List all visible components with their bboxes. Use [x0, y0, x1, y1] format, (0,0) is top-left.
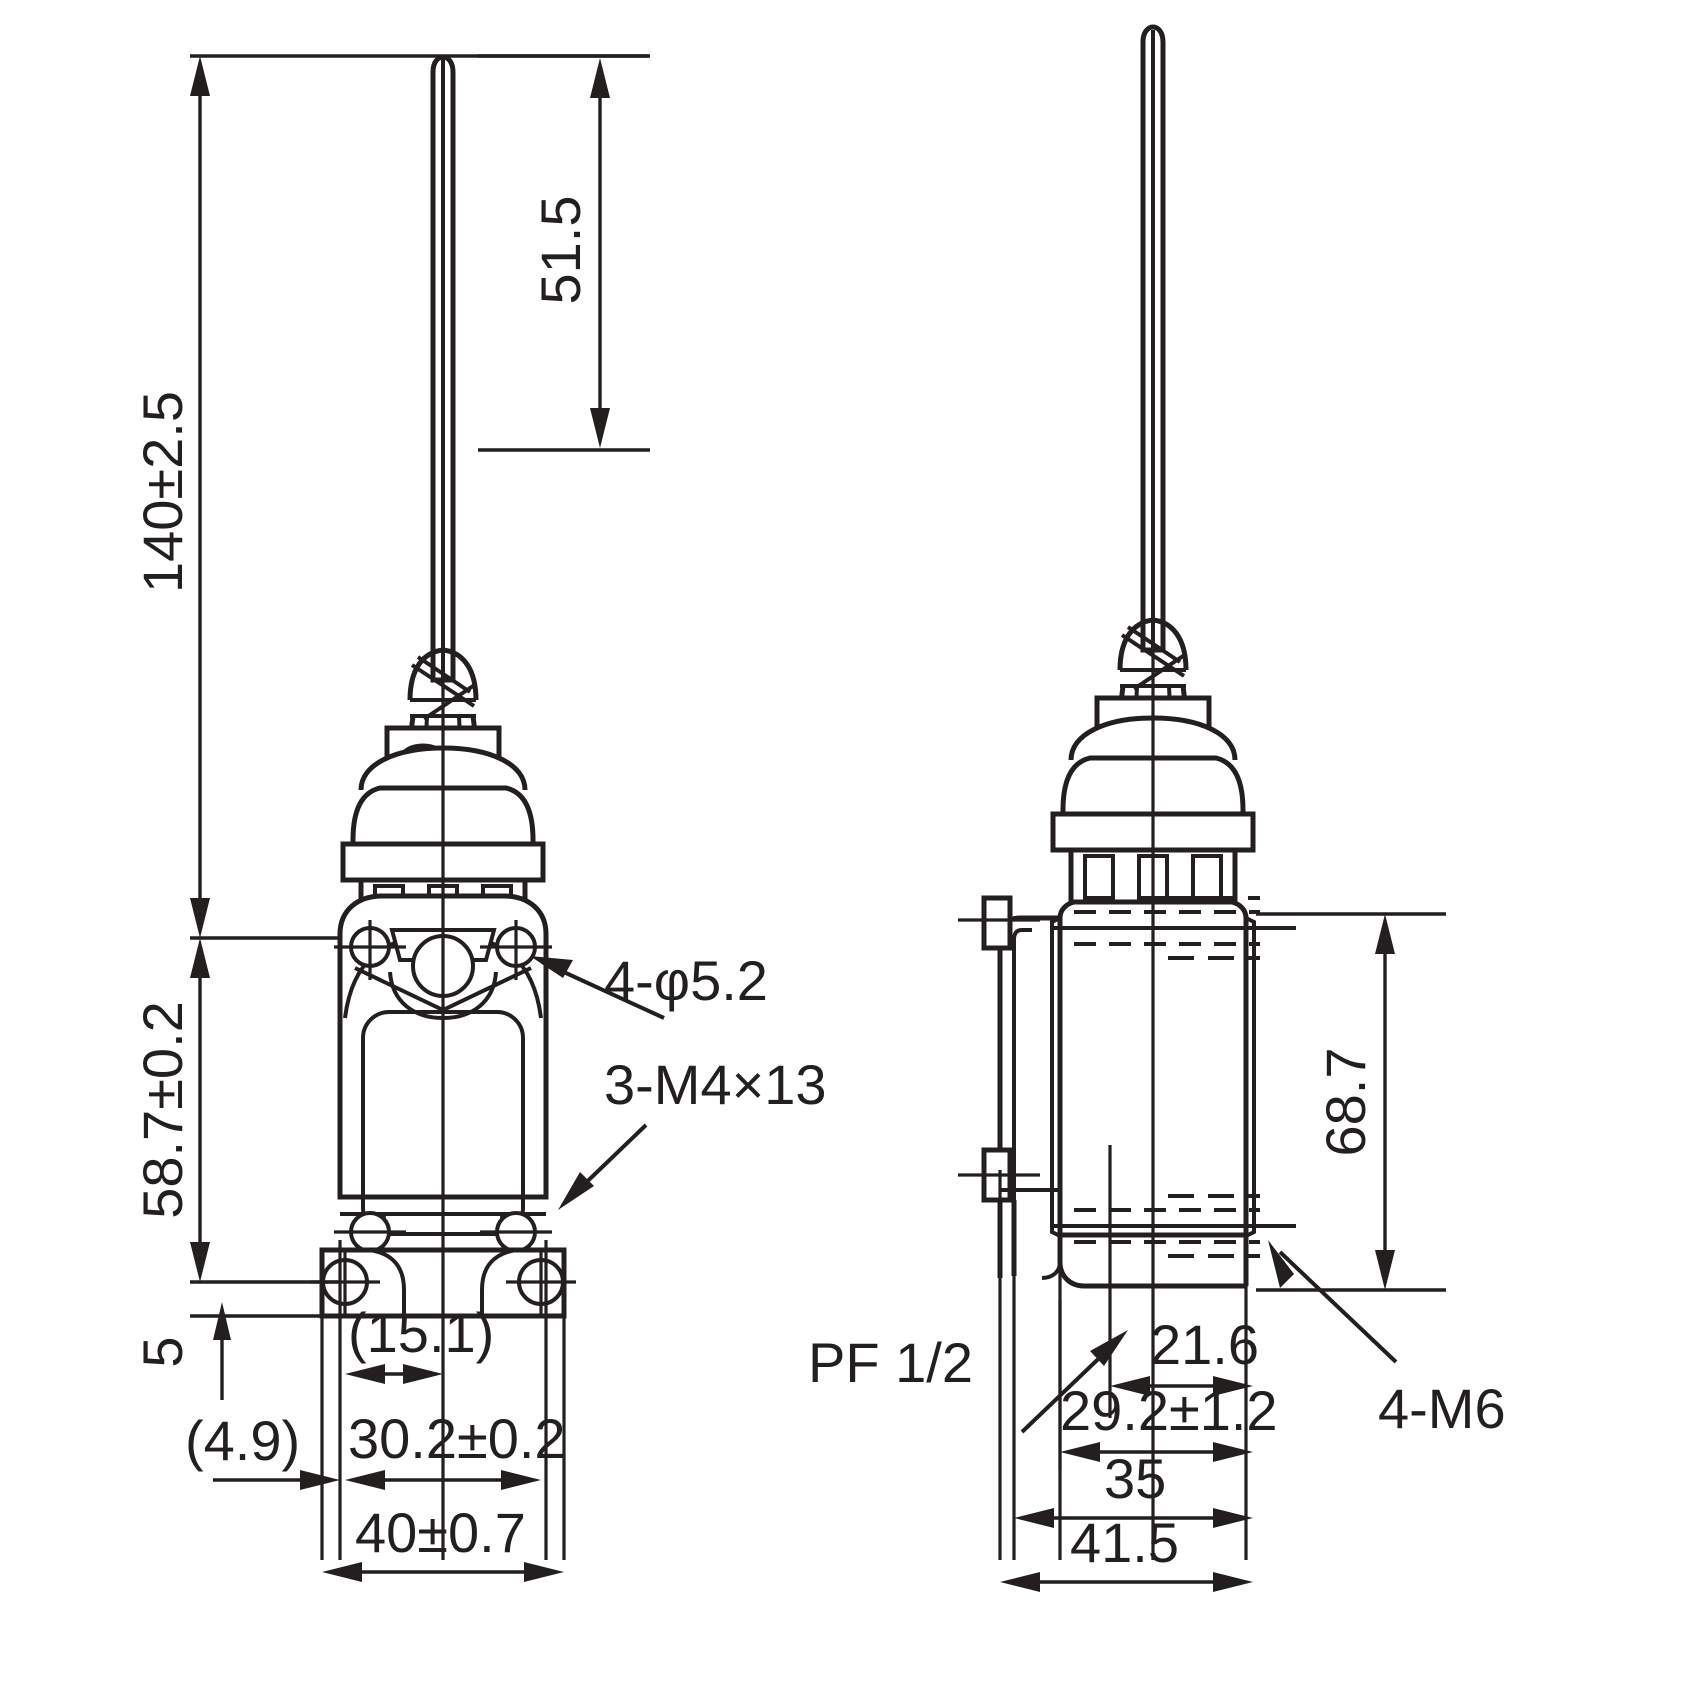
callout-conduit-thread: PF 1/2 [808, 1330, 1128, 1434]
dimension-body-width: 40±0.7 [322, 1501, 564, 1582]
front-view: 140±2.5 51.5 58.7±0.2 [131, 54, 827, 1582]
front-view-centerlines [320, 56, 566, 1560]
dimension-side-body-height-label: 68.7 [1314, 1048, 1377, 1157]
callout-head-screws-label: 4-M6 [1378, 1377, 1506, 1440]
dimension-overall-height: 140±2.5 [131, 54, 648, 940]
dimension-292-label: 29.2±1.2 [1060, 1379, 1278, 1442]
dimension-plunger-length: 51.5 [478, 54, 650, 452]
callout-head-screws: 4-M6 [1268, 1240, 1506, 1440]
dimension-415: 41.5 [1000, 1511, 1253, 1592]
dimension-hole-offset-label: (15.1) [348, 1301, 494, 1364]
dimension-body-height-label: 58.7±0.2 [131, 1001, 194, 1219]
dimension-35: 35 [1014, 1447, 1253, 1528]
dimension-hole-spacing-label: 30.2±0.2 [348, 1407, 566, 1470]
dimension-foot-height-label: 5 [131, 1336, 194, 1367]
dimension-foot-height: 5 [131, 1302, 340, 1400]
dimension-292: 29.2±1.2 [1058, 1300, 1278, 1470]
callout-mounting-holes: 4-φ5.2 [530, 949, 768, 1020]
dimension-overall-height-label: 140±2.5 [131, 391, 194, 593]
dimension-35-label: 35 [1104, 1447, 1166, 1510]
dimension-body-height: 58.7±0.2 [131, 938, 340, 1284]
dimension-415-label: 41.5 [1070, 1511, 1179, 1574]
callout-cover-screws-label: 3-M4×13 [604, 1053, 827, 1116]
dimension-plunger-length-label: 51.5 [529, 196, 592, 305]
dimension-side-body-height: 68.7 [1256, 912, 1446, 1292]
callout-cover-screws: 3-M4×13 [558, 1053, 827, 1210]
dimension-foot-offset: (4.9) [185, 1409, 340, 1490]
dimension-216-label: 21.6 [1150, 1313, 1259, 1376]
dimension-hole-spacing: 30.2±0.2 [345, 1407, 566, 1490]
dimension-foot-offset-label: (4.9) [185, 1409, 300, 1472]
dimension-body-width-label: 40±0.7 [355, 1501, 526, 1564]
callout-mounting-holes-label: 4-φ5.2 [604, 949, 768, 1012]
side-view: 68.7 21.6 29.2±1.2 3 [808, 24, 1506, 1592]
dimension-216: 21.6 [1110, 1313, 1259, 1396]
side-switch-body [1050, 896, 1296, 1258]
dimension-hole-offset: (15.1) [345, 1301, 494, 1384]
callout-conduit-thread-label: PF 1/2 [808, 1331, 973, 1394]
